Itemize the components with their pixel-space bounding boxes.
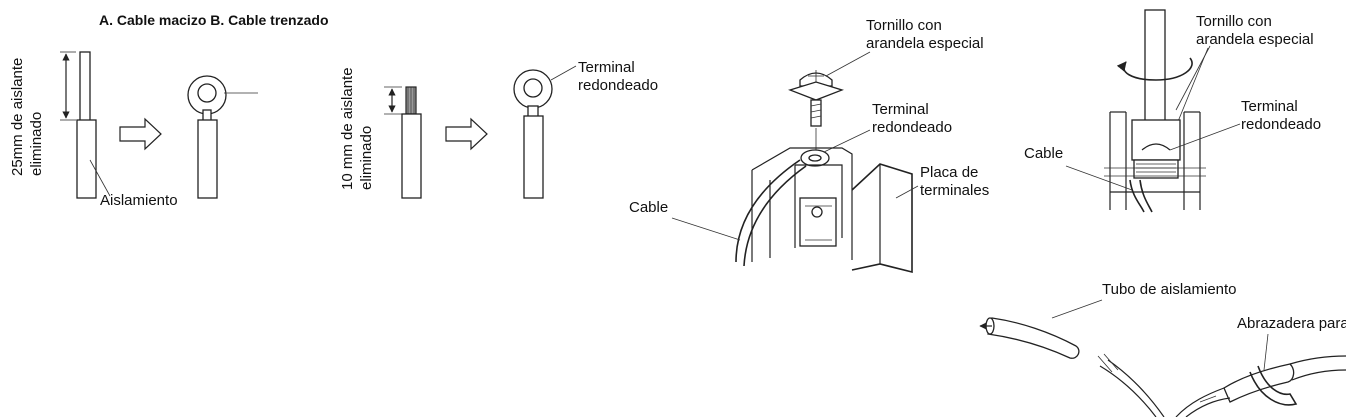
cable-clamp [1249,365,1298,406]
block-screw-label-line1: Tornillo con [866,17,942,34]
stranded-terminal-label-line2: redondeado [578,77,658,94]
block-screw-label-line2: arandela especial [866,35,984,52]
solid-process-arrow [119,117,162,151]
terminal-plate [851,163,913,274]
clamp-conductors [1175,387,1225,417]
block-cable-label: Cable [629,199,668,216]
block-terminal-label-line2: redondeado [872,119,952,136]
stranded-strip-length-label: 10 mm de aislante [339,67,356,190]
tube-label: Tubo de aislamiento [1102,281,1237,298]
solid-insulation [76,119,97,199]
solid-strip-label: eliminado [28,112,45,176]
screwdriver-shaft [1144,9,1166,139]
closeup-terminal-slot [1131,119,1181,161]
closeup-group: Tornillo con arandela especial Terminal … [1024,9,1321,213]
terminal-slot [799,197,837,247]
solid-insulation-label: Aislamiento [100,192,178,209]
special-washer [788,81,844,101]
rotation-arrow [1116,57,1193,81]
plate-label-line2: terminales [920,182,989,199]
diagram-title: A. Cable macizo B. Cable trenzado [99,12,329,28]
closeup-screw-label-line1: Tornillo con [1196,13,1272,30]
closeup-screw-label-line2: arandela especial [1196,31,1314,48]
block-screw-hole [811,206,823,218]
terminal-wire-insulation [523,115,544,199]
stranded-terminal-label-line1: Terminal [578,59,635,76]
stranded-process-arrow [445,117,488,151]
solid-bare-conductor [79,51,91,123]
block-cable [735,159,801,263]
solid-strip-length-label: 25mm de aislante [9,58,26,176]
clamp-group: Tubo de aislamiento Abrazadera para [979,281,1346,417]
closeup-terminal-label-line2: redondeado [1241,116,1321,133]
insulation-tube [987,317,1080,359]
block-terminal-label-line1: Terminal [872,101,929,118]
solid-looped-insulation [197,119,218,199]
closeup-cable-label: Cable [1024,145,1063,162]
stranded-strip-label: eliminado [358,126,375,190]
stranded-insulation [401,113,422,199]
tube-conductors [1099,365,1157,417]
screw-shank [810,99,822,127]
closeup-terminal-label-line1: Terminal [1241,98,1298,115]
terminal-block-group: Tornillo con arandela especial Terminal … [629,17,989,274]
round-terminal-hole [523,78,543,98]
closeup-cable [1129,179,1145,213]
solid-wire-group: 25mm de aislante eliminado Aislamiento [9,51,258,209]
plate-label-line1: Placa de [920,164,978,181]
closeup-washer [1141,143,1171,151]
clamp-label: Abrazadera para [1237,315,1346,332]
stranded-wire-group: 10 mm de aislante eliminado Terminal red… [339,59,658,199]
solid-loop-inner [197,83,217,103]
